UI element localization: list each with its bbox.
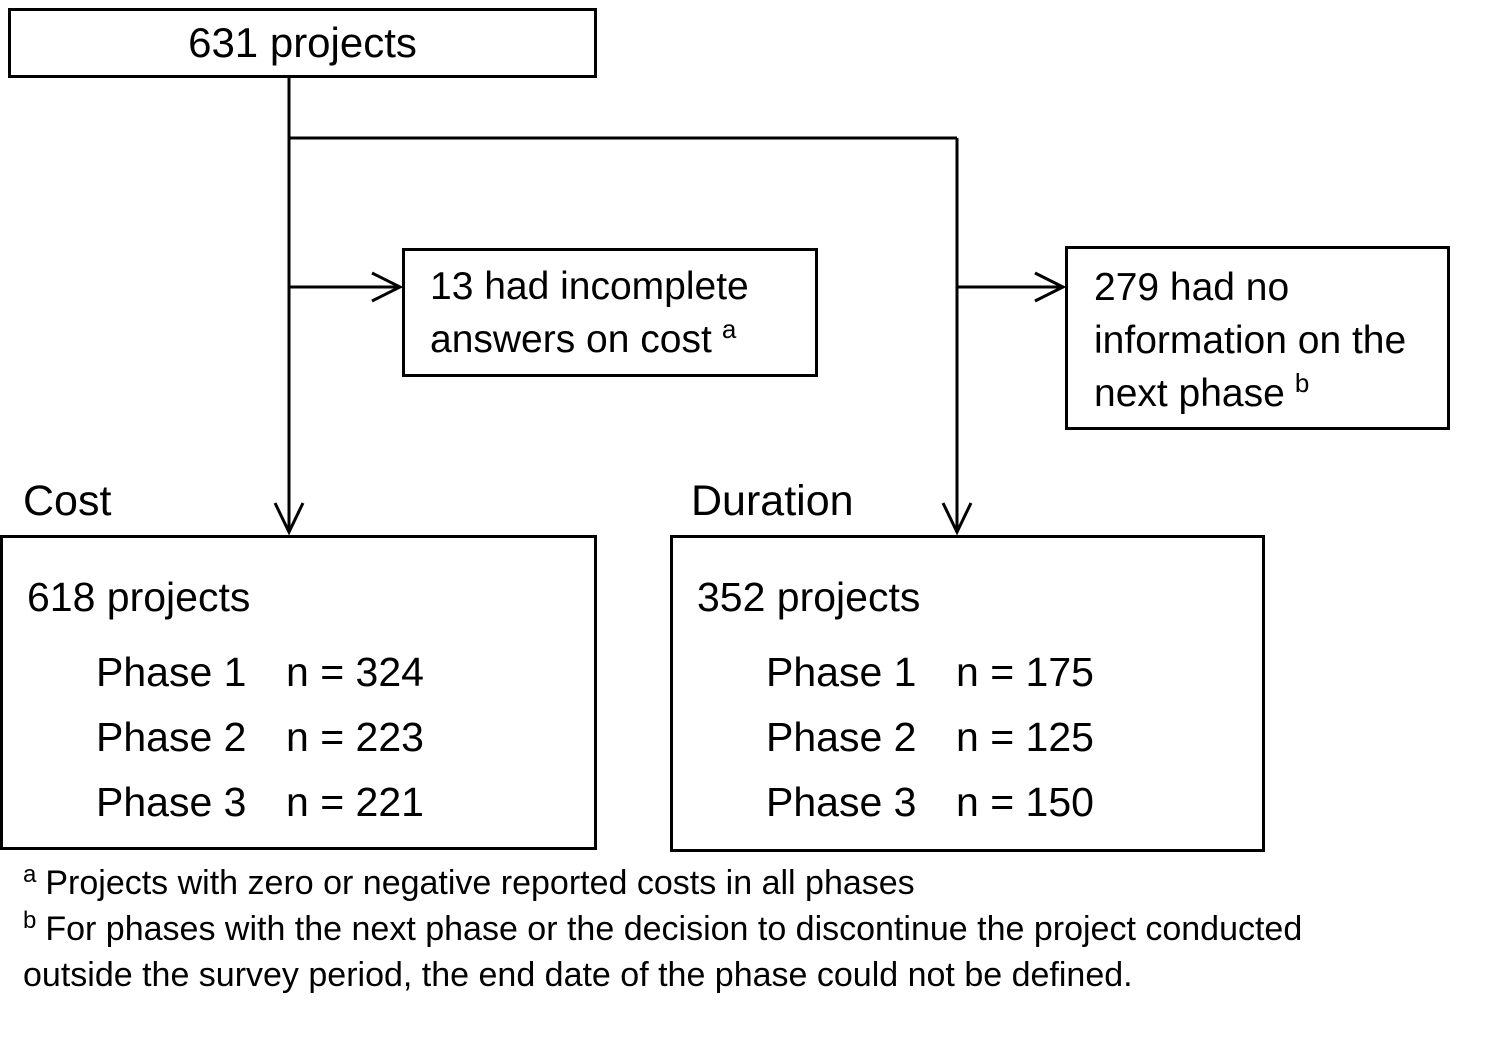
cost-phase-row: Phase 3 n = 221	[3, 770, 594, 835]
footnote-marker-b: b	[1294, 368, 1310, 398]
footnote-a: a Projects with zero or negative reported…	[23, 860, 1368, 906]
exclusion-cost-line-1: 13 had incomplete	[430, 265, 749, 308]
phase-count: n = 175	[956, 649, 1094, 695]
footnote-a-marker: a	[23, 860, 37, 888]
duration-phase-row: Phase 2 n = 125	[673, 705, 1262, 770]
result-box-cost: 618 projects Phase 1 n = 324 Phase 2 n = 2…	[0, 535, 597, 850]
cost-total: 618 projects	[27, 574, 251, 620]
phase-label: Phase 1	[96, 649, 247, 695]
duration-total: 352 projects	[697, 574, 921, 620]
footnote-marker-a: a	[721, 314, 737, 344]
phase-label: Phase 3	[96, 779, 247, 825]
phase-count: n = 324	[286, 649, 424, 695]
phase-label: Phase 2	[766, 714, 917, 760]
section-label-duration: Duration	[691, 477, 854, 525]
root-box-label: 631 projects	[188, 19, 417, 66]
footnote-b-text: For phases with the next phase or the de…	[23, 910, 1303, 994]
exclusion-box-duration: 279 had no information on the next phase…	[1065, 246, 1450, 430]
cost-phase-row: Phase 2 n = 223	[3, 705, 594, 770]
footnote-b-marker: b	[23, 906, 37, 934]
phase-count: n = 223	[286, 714, 424, 760]
result-box-duration: 352 projects Phase 1 n = 175 Phase 2 n = 1…	[670, 535, 1265, 852]
arrowhead-right-cost-exclusion	[371, 271, 404, 303]
cost-phase-row: Phase 1 n = 324	[3, 640, 594, 705]
phase-label: Phase 3	[766, 779, 917, 825]
footnotes: a Projects with zero or negative reported…	[23, 860, 1368, 998]
phase-label: Phase 2	[96, 714, 247, 760]
arrowhead-down-cost	[273, 502, 305, 536]
footnote-a-text: Projects with zero or negative reported …	[45, 864, 915, 902]
phase-count: n = 125	[956, 714, 1094, 760]
exclusion-duration-line-2: information on the	[1094, 319, 1407, 362]
phase-count: n = 150	[956, 779, 1094, 825]
duration-phase-row: Phase 3 n = 150	[673, 770, 1262, 835]
section-label-cost: Cost	[23, 477, 112, 525]
exclusion-duration-line-1: 279 had no	[1094, 266, 1290, 309]
phase-label: Phase 1	[766, 649, 917, 695]
phase-count: n = 221	[286, 779, 424, 825]
arrowhead-down-duration	[941, 502, 973, 536]
arrowhead-right-duration-exclusion	[1034, 271, 1067, 303]
duration-phase-row: Phase 1 n = 175	[673, 640, 1262, 705]
root-box: 631 projects	[8, 8, 597, 78]
